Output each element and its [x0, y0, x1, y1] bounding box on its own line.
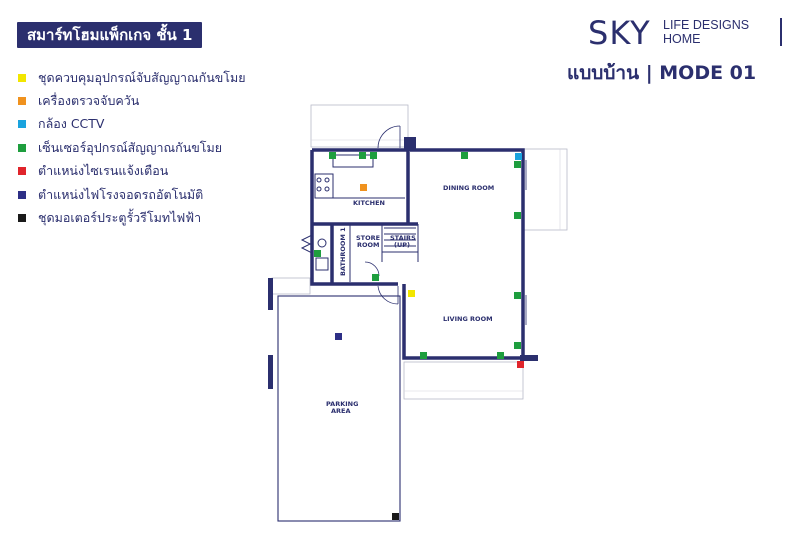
legend-label: ตำแหน่งไซเรนแจ้งเตือน — [38, 163, 169, 179]
legend-swatch-black — [18, 214, 26, 223]
room-label-store-2: ROOM — [357, 241, 380, 249]
sensor-marker — [514, 342, 521, 349]
legend-label: ชุดควบคุมอุปกรณ์จับสัญญาณกันขโมย — [38, 69, 246, 85]
deck-right — [522, 148, 568, 231]
sensor-marker — [372, 274, 379, 281]
legend-swatch-yellow — [18, 73, 26, 82]
mode-label: แบบบ้าน | MODE 01 — [567, 62, 757, 84]
gate-motor-marker — [392, 513, 399, 520]
sensor-marker — [497, 352, 504, 359]
cctv-marker — [515, 153, 522, 160]
legend-item-siren: ตำแหน่งไซเรนแจ้งเตือน — [18, 160, 246, 183]
brand-sub-line1: LIFE DESIGNS — [663, 18, 750, 32]
alarm-controller-marker — [408, 290, 415, 297]
sensor-marker — [314, 250, 321, 257]
deck-lines — [311, 139, 561, 392]
wall-stub-right — [520, 355, 538, 361]
garage-light-marker — [335, 333, 342, 340]
brand-main: SKY — [588, 14, 651, 52]
deck-bottom — [403, 361, 524, 400]
room-label-stairs-2: (UP) — [394, 241, 410, 249]
sensor-marker — [514, 292, 521, 299]
parking-pillar-left — [268, 278, 273, 310]
room-label-parking-2: AREA — [331, 407, 351, 415]
legend-label: เซ็นเซอร์อุปกรณ์สัญญาณกันขโมย — [38, 139, 223, 155]
sensor-marker — [514, 212, 521, 219]
brand-logo: SKY LIFE DESIGNS HOME — [588, 14, 788, 54]
room-label-parking-1: PARKING — [326, 400, 358, 408]
room-label-living: LIVING ROOM — [443, 315, 493, 323]
legend-swatch-green — [18, 143, 26, 152]
sensor-marker — [370, 152, 377, 159]
legend-label: ชุดมอเตอร์ประตูรั้วรีโมทไฟฟ้า — [38, 210, 202, 226]
legend-label: กล้อง CCTV — [38, 116, 105, 132]
sensor-marker — [514, 161, 521, 168]
room-label-kitchen: KITCHEN — [353, 199, 385, 207]
parking-pillar-left-2 — [268, 355, 273, 389]
wall-column — [404, 137, 416, 151]
room-label-dining: DINING ROOM — [443, 184, 494, 192]
interior-lines — [300, 154, 419, 282]
legend-swatch-orange — [18, 97, 26, 106]
sensor-marker — [359, 152, 366, 159]
legend-item-garage-light: ตำแหน่งไฟโรงจอดรถอัตโนมัติ — [18, 183, 246, 206]
sensor-marker — [420, 352, 427, 359]
brand-sub: LIFE DESIGNS HOME — [663, 18, 749, 46]
sensor-marker — [461, 152, 468, 159]
legend-item-alarm-sensor: เซ็นเซอร์อุปกรณ์สัญญาณกันขโมย — [18, 136, 246, 159]
room-label-store-1: STORE — [356, 234, 380, 242]
sensor-marker — [329, 152, 336, 159]
deck-top — [310, 104, 409, 148]
page-title: สมาร์ทโฮมแพ็กเกจ ชั้น 1 — [17, 22, 203, 48]
smoke-detector-marker — [360, 184, 367, 191]
legend-swatch-blue — [18, 190, 26, 199]
parking-area — [277, 295, 401, 522]
legend-item-smoke-detector: เครื่องตรวจจับควัน — [18, 89, 246, 112]
room-label-bathroom: BATHROOM 1 — [339, 227, 347, 276]
deck-left — [271, 277, 311, 295]
legend-label: เครื่องตรวจจับควัน — [38, 93, 140, 109]
legend-item-alarm-controller: ชุดควบคุมอุปกรณ์จับสัญญาณกันขโมย — [18, 66, 246, 89]
device-markers — [314, 152, 524, 520]
legend: ชุดควบคุมอุปกรณ์จับสัญญาณกันขโมย เครื่อง… — [18, 66, 246, 230]
legend-item-gate-motor: ชุดมอเตอร์ประตูรั้วรีโมทไฟฟ้า — [18, 206, 246, 229]
room-label-stairs-1: STAIRS — [390, 234, 416, 242]
siren-marker — [517, 361, 524, 368]
legend-swatch-red — [18, 167, 26, 176]
legend-label: ตำแหน่งไฟโรงจอดรถอัตโนมัติ — [38, 186, 204, 202]
brand-sub-line2: HOME — [663, 32, 701, 46]
legend-swatch-cyan — [18, 120, 26, 129]
brand-divider — [780, 18, 782, 46]
legend-item-cctv: กล้อง CCTV — [18, 113, 246, 136]
